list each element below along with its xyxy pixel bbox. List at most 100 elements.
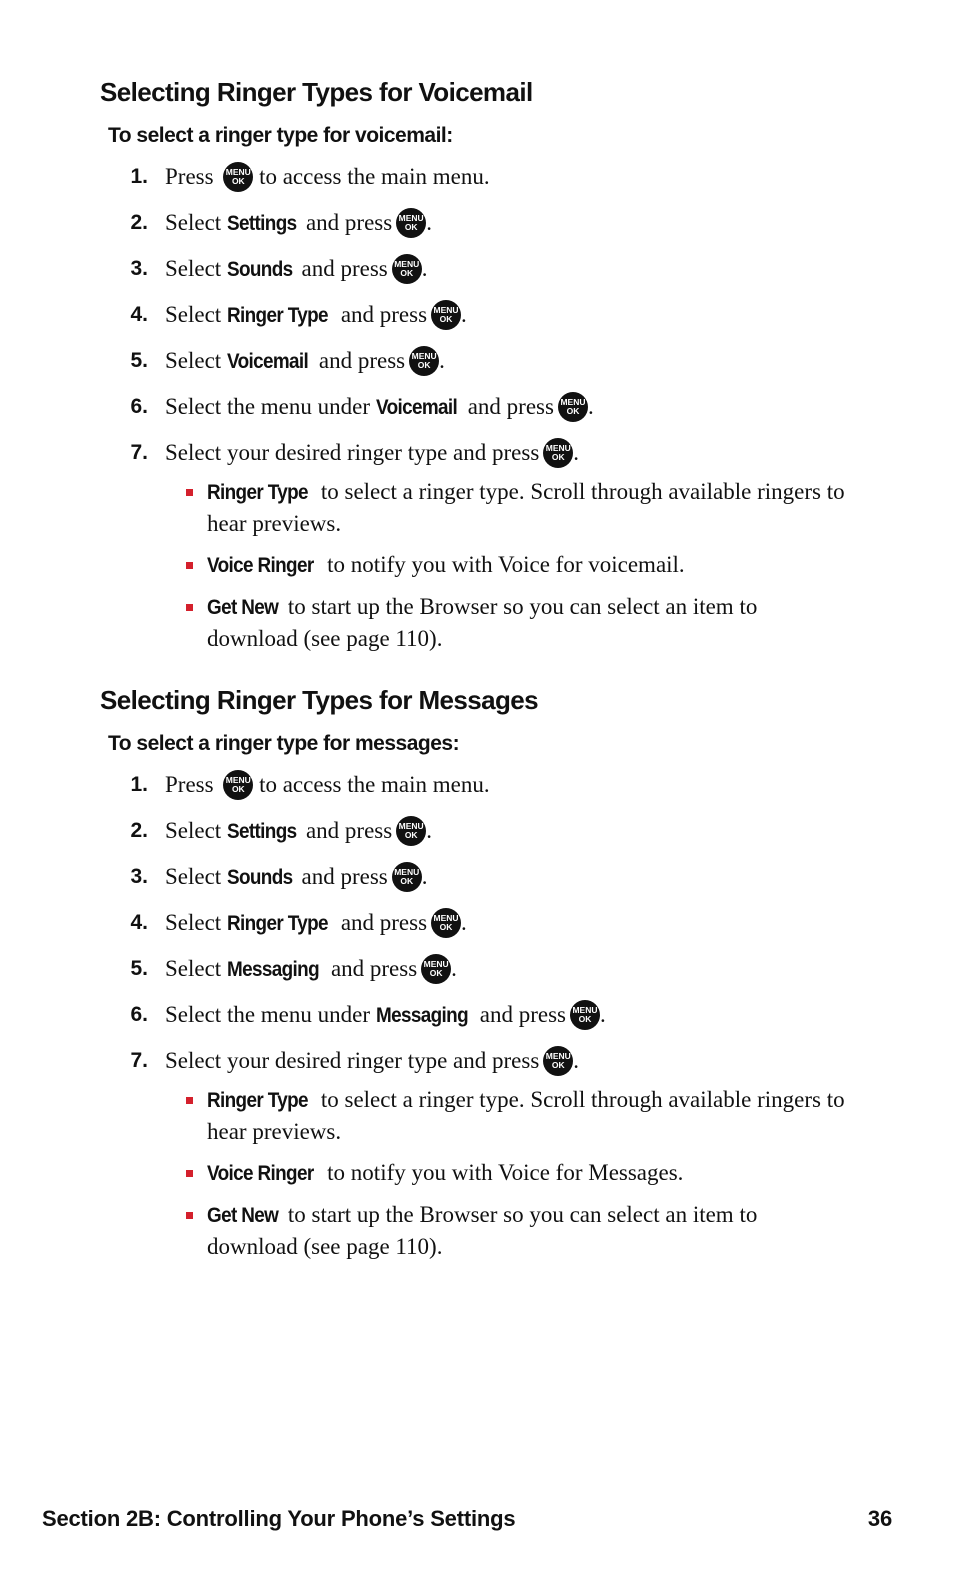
menu-label: MENU xyxy=(572,1004,598,1015)
step-end-punct: . xyxy=(599,1002,606,1027)
bullet-item: Get New to start up the Browser so you c… xyxy=(100,591,847,654)
bullet-square-icon xyxy=(186,1170,193,1177)
section-subheading: To select a ringer type for messages: xyxy=(108,732,460,755)
menu-keyword: Settings xyxy=(226,820,297,843)
ok-label: OK xyxy=(400,267,414,278)
ok-label: OK xyxy=(551,1059,565,1070)
option-description: to select a ringer type. Scroll through … xyxy=(207,1087,845,1144)
step-text: Select the menu under Voicemail and pres… xyxy=(165,384,594,431)
page-number: 36 xyxy=(867,1506,892,1531)
option-description: to start up the Browser so you can selec… xyxy=(207,1202,758,1259)
step-number: 3. xyxy=(130,257,148,280)
step-end-punct: . xyxy=(461,302,467,327)
menu-keyword: Ringer Type xyxy=(226,304,329,327)
step-number: 5. xyxy=(130,349,148,372)
step-trail-text: and press xyxy=(318,348,406,373)
step-number: 2. xyxy=(130,211,148,234)
step-number: 6. xyxy=(130,395,148,418)
step-lead-text: Select the menu under xyxy=(165,1002,371,1027)
menu-label: MENU xyxy=(398,820,424,831)
ok-label: OK xyxy=(231,175,245,186)
menu-label: MENU xyxy=(545,442,571,453)
step-end-punct: . xyxy=(426,210,432,235)
ok-label: OK xyxy=(404,221,418,232)
step-number: 5. xyxy=(130,957,148,980)
ok-label: OK xyxy=(429,967,443,978)
step-number: 2. xyxy=(130,819,148,842)
step-trail-text: to access the main menu. xyxy=(259,164,490,189)
ok-label: OK xyxy=(231,783,245,794)
menu-keyword: Sounds xyxy=(226,258,293,281)
step-item: 7.Select your desired ringer type and pr… xyxy=(100,430,900,476)
step-end-punct: . xyxy=(573,440,580,465)
step-trail-text: and press xyxy=(330,956,418,981)
step-trail-text: and press xyxy=(301,864,388,889)
option-keyword: Get New xyxy=(207,596,279,619)
step-trail-text: and press xyxy=(467,394,554,419)
menu-label: MENU xyxy=(398,212,424,223)
ok-label: OK xyxy=(551,451,565,462)
bullet-list: Ringer Type to select a ringer type. Scr… xyxy=(100,1084,900,1262)
option-keyword: Ringer Type xyxy=(207,481,309,504)
option-description: to start up the Browser so you can selec… xyxy=(207,594,758,651)
step-item: 6. Select the menu under Voicemail and pr… xyxy=(100,384,900,430)
step-lead-text: Select xyxy=(165,864,222,889)
ok-label: OK xyxy=(578,1013,592,1024)
ok-label: OK xyxy=(439,921,453,932)
step-lead-text: Select xyxy=(165,210,222,235)
step-item: 6.Select the menu under Messaging and pr… xyxy=(100,992,900,1038)
bullet-square-icon xyxy=(186,1097,193,1104)
footer-section-label: Section 2B: Controlling Your Phone’s Set… xyxy=(42,1506,516,1531)
menu-label: MENU xyxy=(433,912,459,923)
bullet-list: Ringer Type to select a ringer type. Scr… xyxy=(100,476,900,654)
ok-label: OK xyxy=(400,875,414,886)
step-number: 1. xyxy=(130,165,148,188)
section-heading: Selecting Ringer Types for Messages xyxy=(100,685,539,715)
menu-keyword: Messaging xyxy=(226,958,320,981)
option-keyword: Voice Ringer xyxy=(207,554,314,577)
step-trail-text: and press xyxy=(340,302,428,327)
step-end-punct: . xyxy=(461,910,467,935)
bullet-item: Voice Ringer to notify you with Voice fo… xyxy=(100,549,847,581)
step-trail-text: to access the main menu. xyxy=(259,772,490,797)
bullet-item: Get New to start up the Browser so you c… xyxy=(100,1199,847,1262)
section-subheading: To select a ringer type for voicemail: xyxy=(108,124,453,147)
option-description: to notify you with Voice for Messages. xyxy=(327,1160,684,1185)
bullet-item: Ringer Type to select a ringer type. Scr… xyxy=(100,476,847,539)
menu-keyword: Voicemail xyxy=(375,396,458,419)
step-end-punct: . xyxy=(426,818,432,843)
section-voicemail: Selecting Ringer Types for Voicemail To … xyxy=(100,75,900,654)
step-lead-text: Select xyxy=(165,302,222,327)
section-messages: Selecting Ringer Types for Messages To s… xyxy=(100,683,900,1262)
option-keyword: Ringer Type xyxy=(207,1089,309,1112)
step-lead-text: Select xyxy=(165,256,222,281)
step-end-punct: . xyxy=(421,256,428,281)
step-number: 7. xyxy=(130,441,148,464)
step-number: 1. xyxy=(130,773,148,796)
option-keyword: Voice Ringer xyxy=(207,1162,314,1185)
bullet-square-icon xyxy=(186,1212,193,1219)
step-lead-text: Select xyxy=(165,956,222,981)
step-end-punct: . xyxy=(421,864,428,889)
